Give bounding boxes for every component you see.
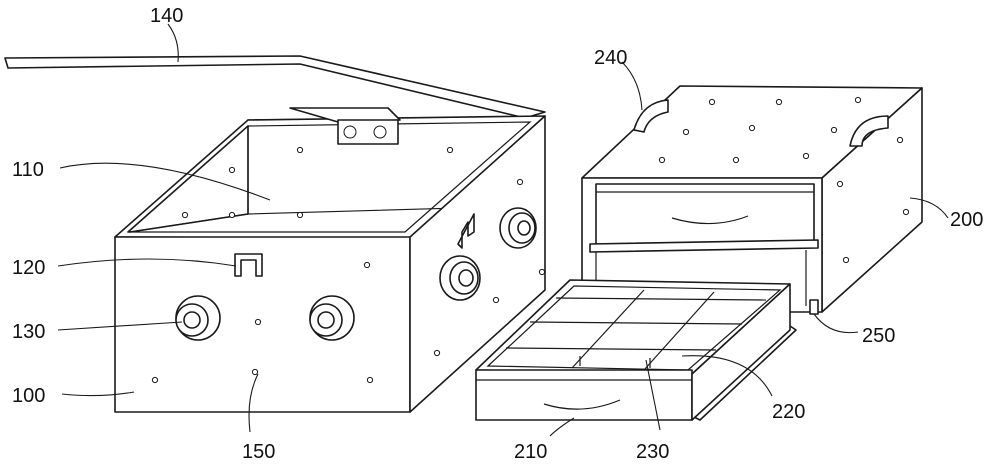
front-knob-left [175,295,221,341]
label-140: 140 [150,5,183,27]
cabinet-handle-left [633,99,669,133]
label-150: 150 [242,441,275,463]
tray-dividers [505,289,767,371]
hinge-plate [289,107,401,123]
label-120: 120 [12,257,45,279]
side-clip [457,213,475,249]
cabinet-slot [809,299,819,315]
screw-holes-box [151,146,546,384]
label-130: 130 [12,321,45,343]
front-knob-right [309,295,355,341]
label-100: 100 [12,385,45,407]
tray-right-face [691,283,791,421]
screw-holes-cabinet [658,96,910,264]
main-box [4,55,546,413]
label-210: 210 [514,441,547,463]
label-220: 220 [772,401,805,423]
front-clip [234,253,263,277]
cabinet-handle-right [849,115,889,147]
label-240: 240 [594,47,627,69]
side-knob-upper [499,207,537,249]
drawer-cabinet [581,85,923,315]
label-110: 110 [12,159,44,181]
lid [4,55,546,119]
divided-tray [475,279,797,421]
label-230: 230 [636,441,669,463]
side-knob-lower [439,255,481,301]
box-right-face [409,115,546,413]
label-250: 250 [862,325,895,347]
upper-drawer-front [595,183,815,247]
reference-labels: 140 110 120 130 100 150 240 200 250 220 … [12,5,983,463]
tray-front-face [475,369,693,421]
label-200: 200 [950,209,983,231]
